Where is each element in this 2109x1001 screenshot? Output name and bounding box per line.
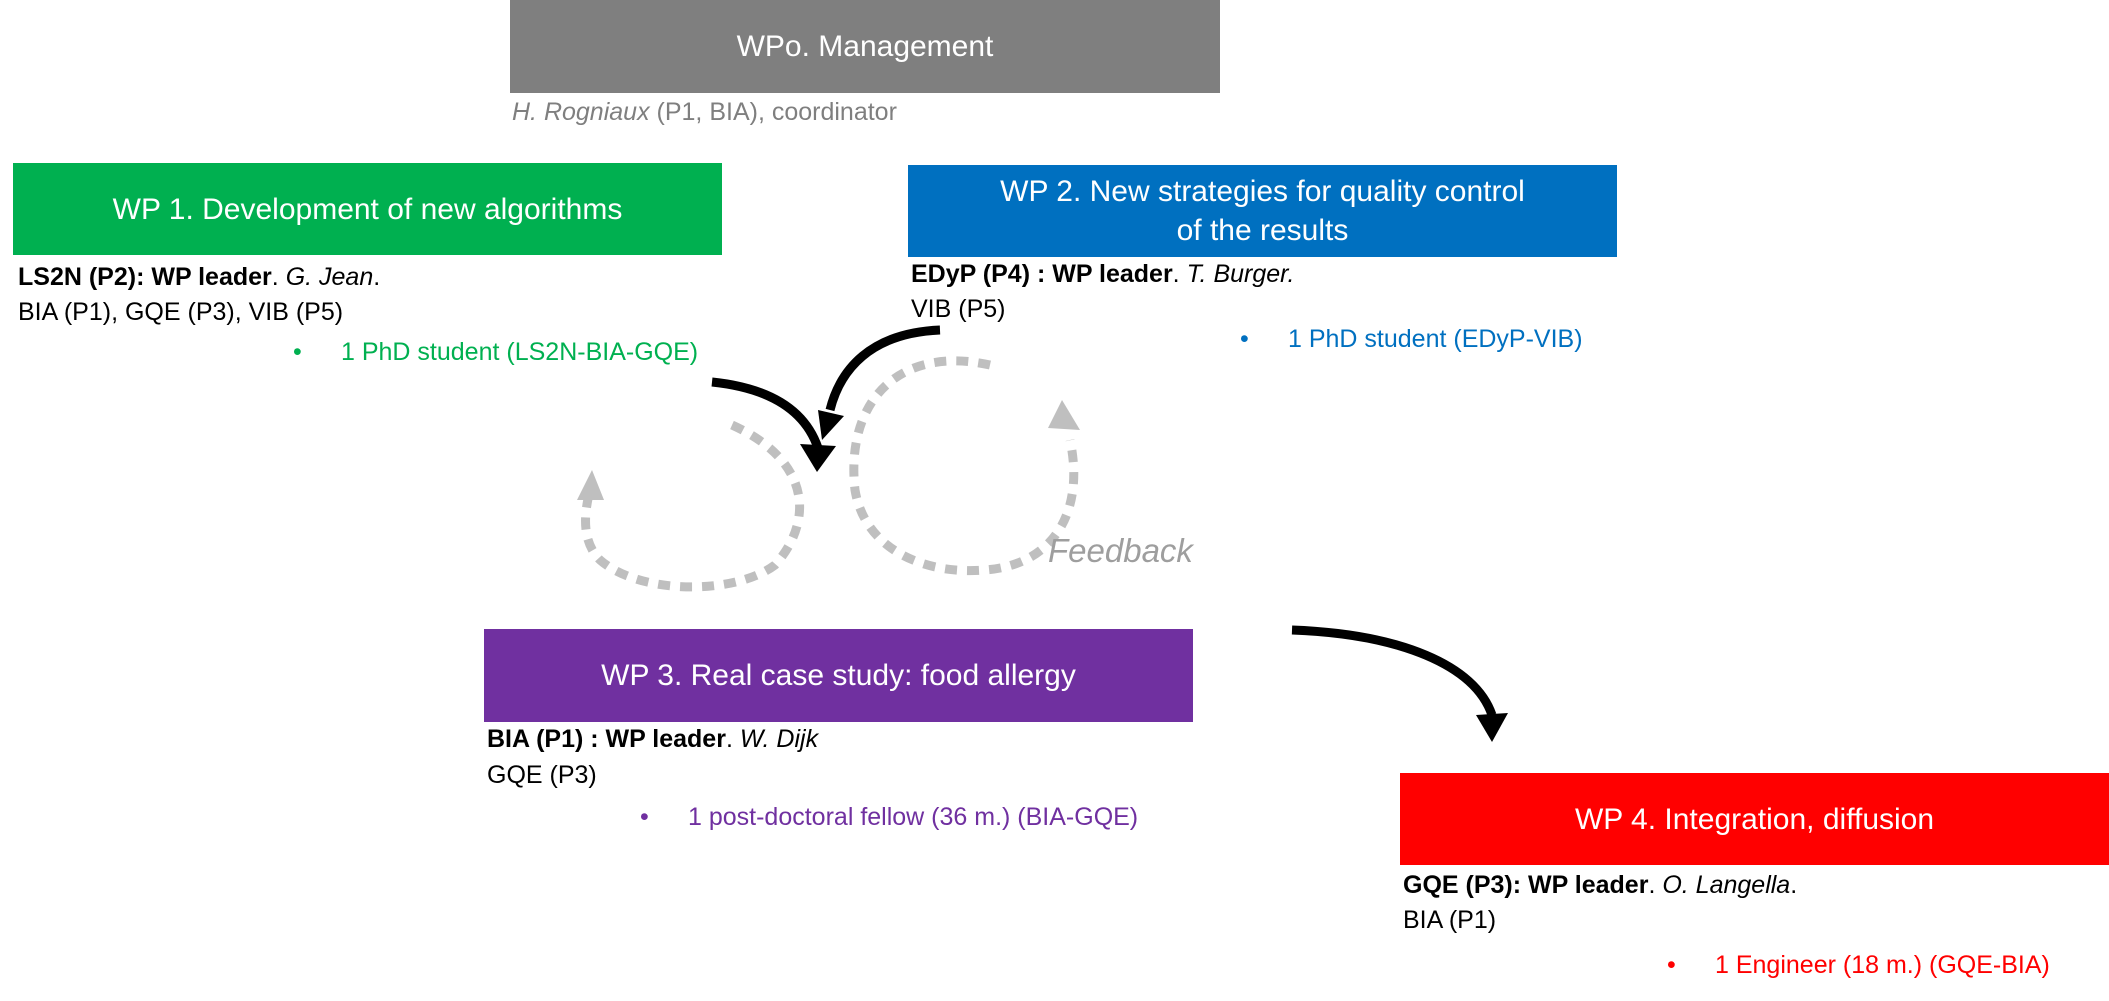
wp2-staff: 1 PhD student (EDyP-VIB) xyxy=(1288,325,1583,353)
wp0-box: WPo. Management xyxy=(510,0,1220,93)
bullet-icon: • xyxy=(293,338,302,366)
wp2-title-line2: of the results xyxy=(1176,214,1349,247)
wp4-box: WP 4. Integration, diffusion xyxy=(1400,773,2109,865)
wp1-leader-org: LS2N (P2): WP leader xyxy=(18,263,272,291)
wp1-staff: 1 PhD student (LS2N-BIA-GQE) xyxy=(341,338,699,366)
wp2-partners: VIB (P5) xyxy=(911,295,1006,323)
wp1-box: WP 1. Development of new algorithms xyxy=(13,163,722,255)
arrowhead-wp2 xyxy=(818,410,844,440)
arrowhead-wp1 xyxy=(800,444,836,472)
wp3-leader-org: BIA (P1) : WP leader xyxy=(487,725,726,753)
wp3-leader: BIA (P1) : WP leader. W. Dijk xyxy=(487,725,818,754)
wp3-staff-item: • 1 post-doctoral fellow (36 m.) (BIA-GQE… xyxy=(640,803,1138,832)
feedback-loop-left xyxy=(581,420,805,592)
arrowhead-wp4 xyxy=(1476,713,1508,742)
feedback-loop-right xyxy=(849,356,1079,576)
wp4-staff-item: • 1 Engineer (18 m.) (GQE-BIA) xyxy=(1667,951,2050,980)
wp2-box: WP 2. New strategies for quality control… xyxy=(908,165,1617,257)
wp2-title-line1: WP 2. New strategies for quality control xyxy=(1000,175,1525,208)
arrow-wp3-to-wp4 xyxy=(1291,625,1497,717)
wp4-leader: GQE (P3): WP leader. O. Langella. xyxy=(1403,871,1797,900)
wp1-staff-item: • 1 PhD student (LS2N-BIA-GQE) xyxy=(293,338,698,367)
wp4-title: WP 4. Integration, diffusion xyxy=(1574,802,1935,836)
arrow-wp2-to-wp3 xyxy=(825,325,941,412)
wp3-leader-name: W. Dijk xyxy=(739,725,819,753)
wp4-staff: 1 Engineer (18 m.) (GQE-BIA) xyxy=(1715,951,2050,979)
wp0-coordinator: H. Rogniaux (P1, BIA), coordinator xyxy=(512,98,897,127)
wp3-staff: 1 post-doctoral fellow (36 m.) (BIA-GQE) xyxy=(688,803,1139,831)
wp3-box: WP 3. Real case study: food allergy xyxy=(484,629,1193,722)
wp2-leader: EDyP (P4) : WP leader. T. Burger. xyxy=(911,260,1295,289)
wp1-sep: . xyxy=(271,263,286,291)
wp0-coordinator-name: H. Rogniaux xyxy=(512,98,650,126)
bullet-icon: • xyxy=(640,803,649,831)
bullet-icon: • xyxy=(1667,951,1676,979)
wp2-leader-name: T. Burger. xyxy=(1186,260,1295,288)
wp1-leader-name: G. Jean xyxy=(285,263,374,291)
feedback-arrowhead-right xyxy=(1048,400,1080,430)
wp1-partners: BIA (P1), GQE (P3), VIB (P5) xyxy=(18,298,344,326)
wp2-staff-item: • 1 PhD student (EDyP-VIB) xyxy=(1240,325,1583,354)
wp3-sep: . xyxy=(725,725,740,753)
wp4-partners: BIA (P1) xyxy=(1403,906,1497,934)
wp1-title: WP 1. Development of new algorithms xyxy=(112,192,623,226)
wp2-sep: . xyxy=(1172,260,1187,288)
wp1-end: . xyxy=(373,263,381,291)
wp4-sep: . xyxy=(1648,871,1663,899)
wp2-leader-org: EDyP (P4) : WP leader xyxy=(911,260,1173,288)
wp1-leader: LS2N (P2): WP leader. G. Jean. xyxy=(18,263,380,292)
bullet-icon: • xyxy=(1240,325,1249,353)
wp3-partners: GQE (P3) xyxy=(487,761,597,789)
feedback-arrowhead-left xyxy=(577,470,604,500)
wp0-coordinator-rest: (P1, BIA), coordinator xyxy=(649,98,897,126)
wp3-title: WP 3. Real case study: food allergy xyxy=(601,659,1076,692)
wp4-leader-org: GQE (P3): WP leader xyxy=(1403,871,1649,899)
arrow-wp1-to-wp3 xyxy=(711,377,823,450)
wp4-leader-name: O. Langella xyxy=(1662,871,1791,899)
feedback-label: Feedback xyxy=(1048,532,1193,569)
wp0-title: WPo. Management xyxy=(736,30,994,63)
wp4-end: . xyxy=(1790,871,1798,899)
